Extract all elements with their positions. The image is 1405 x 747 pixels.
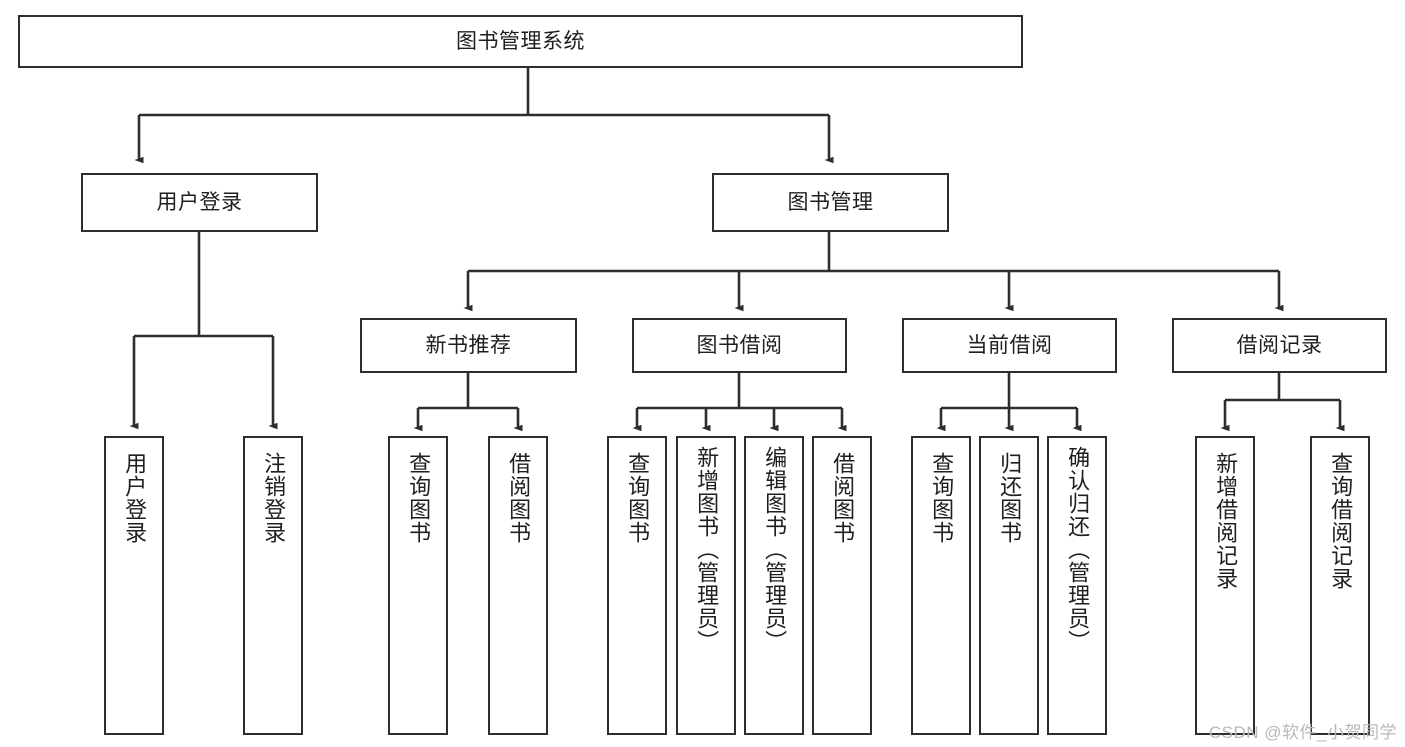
node-current-borrow[interactable]: 当前借阅 <box>902 318 1117 373</box>
node-root[interactable]: 图书管理系统 <box>18 15 1023 68</box>
node-borrow-record[interactable]: 借阅记录 <box>1172 318 1387 373</box>
node-book-management[interactable]: 图书管理 <box>712 173 949 232</box>
node-leaf-add-book[interactable]: 新增图书（管理员） <box>676 436 736 735</box>
node-leaf-borrow-book-1-label: 借阅图书 <box>506 452 532 544</box>
node-leaf-edit-book-label: 编辑图书（管理员） <box>762 446 788 653</box>
node-leaf-query-record-label: 查询借阅记录 <box>1328 452 1354 590</box>
node-leaf-logout[interactable]: 注销登录 <box>243 436 303 735</box>
node-leaf-add-record[interactable]: 新增借阅记录 <box>1195 436 1255 735</box>
node-leaf-add-record-label: 新增借阅记录 <box>1213 452 1239 590</box>
node-leaf-query-book-2-label: 查询图书 <box>625 452 651 544</box>
node-leaf-query-book-3-label: 查询图书 <box>929 452 955 544</box>
node-leaf-query-book-1-label: 查询图书 <box>406 452 432 544</box>
node-user-login[interactable]: 用户登录 <box>81 173 318 232</box>
node-user-login-label: 用户登录 <box>156 190 243 214</box>
node-leaf-add-book-label: 新增图书（管理员） <box>694 446 720 653</box>
node-leaf-query-book-2[interactable]: 查询图书 <box>607 436 667 735</box>
node-root-label: 图书管理系统 <box>456 29 585 53</box>
node-leaf-query-record[interactable]: 查询借阅记录 <box>1310 436 1370 735</box>
node-leaf-borrow-book-2[interactable]: 借阅图书 <box>812 436 872 735</box>
node-leaf-edit-book[interactable]: 编辑图书（管理员） <box>744 436 804 735</box>
node-leaf-query-book-3[interactable]: 查询图书 <box>911 436 971 735</box>
node-leaf-query-book-1[interactable]: 查询图书 <box>388 436 448 735</box>
node-leaf-borrow-book-1[interactable]: 借阅图书 <box>488 436 548 735</box>
node-leaf-logout-label: 注销登录 <box>261 452 287 544</box>
node-book-borrow-label: 图书借阅 <box>696 333 783 357</box>
node-book-borrow[interactable]: 图书借阅 <box>632 318 847 373</box>
node-leaf-user-login-label: 用户登录 <box>122 452 148 544</box>
node-leaf-return-book[interactable]: 归还图书 <box>979 436 1039 735</box>
node-leaf-confirm-return-label: 确认归还（管理员） <box>1065 446 1091 653</box>
node-borrow-record-label: 借阅记录 <box>1236 333 1323 357</box>
node-leaf-confirm-return[interactable]: 确认归还（管理员） <box>1047 436 1107 735</box>
node-leaf-user-login[interactable]: 用户登录 <box>104 436 164 735</box>
node-leaf-borrow-book-2-label: 借阅图书 <box>830 452 856 544</box>
node-book-management-label: 图书管理 <box>787 190 874 214</box>
node-new-book-recommend[interactable]: 新书推荐 <box>360 318 577 373</box>
node-new-book-recommend-label: 新书推荐 <box>425 333 512 357</box>
node-leaf-return-book-label: 归还图书 <box>997 452 1023 544</box>
node-current-borrow-label: 当前借阅 <box>966 333 1053 357</box>
